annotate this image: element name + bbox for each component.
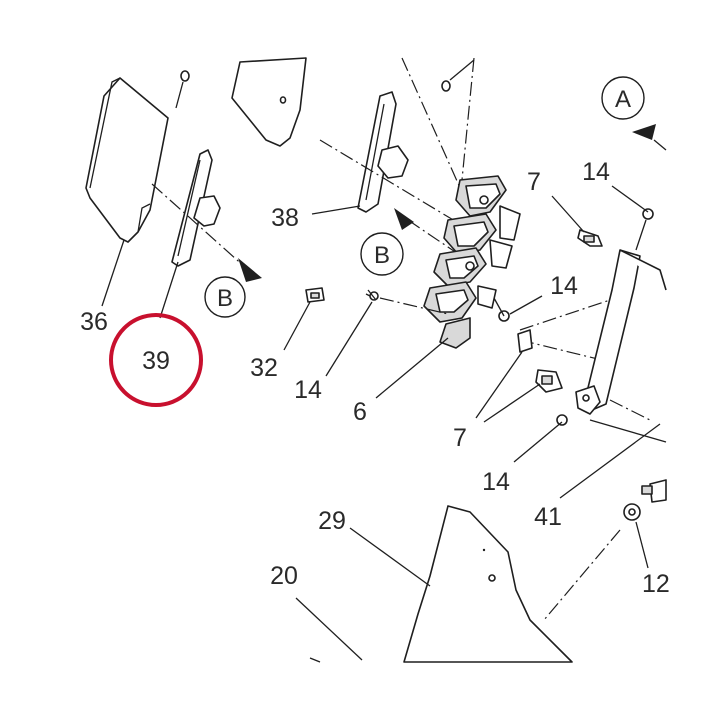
direction-arrow-b-center [394, 208, 414, 230]
part-38-slider-bracket[interactable] [357, 91, 409, 213]
part-32-clip-nut[interactable] [305, 287, 325, 303]
label-38[interactable]: 38 [271, 204, 299, 232]
label-14-a[interactable]: 14 [294, 376, 322, 404]
label-20[interactable]: 20 [270, 562, 298, 590]
label-29[interactable]: 29 [318, 507, 346, 535]
svg-text:B: B [374, 242, 390, 269]
label-6[interactable]: 6 [353, 398, 367, 426]
part-39-bracket[interactable] [171, 149, 221, 267]
view-callout-b-center: B [360, 232, 404, 276]
view-callout-a: A [601, 76, 645, 120]
label-32[interactable]: 32 [250, 354, 278, 382]
direction-arrow-a [632, 124, 656, 140]
part-36-cover-panel[interactable] [85, 77, 169, 243]
label-7-a[interactable]: 7 [527, 168, 541, 196]
screw-icon [365, 289, 379, 301]
label-7-b[interactable]: 7 [453, 424, 467, 452]
svg-text:B: B [217, 285, 233, 312]
part-6-latch-assembly[interactable] [423, 175, 521, 349]
label-14-b[interactable]: 14 [582, 158, 610, 186]
part-7-clip-upper[interactable] [577, 229, 603, 247]
label-41[interactable]: 41 [534, 503, 562, 531]
label-14-d[interactable]: 14 [482, 468, 510, 496]
part-7-clip-lower-b[interactable] [535, 369, 563, 393]
part-number-labels: 36 39 38 32 14 6 7 14 14 7 14 41 29 20 1… [80, 158, 670, 598]
label-39[interactable]: 39 [142, 347, 170, 375]
screw-icon [441, 59, 475, 92]
screw-icon [175, 70, 190, 109]
part-41-rail[interactable] [575, 249, 667, 443]
label-14-c[interactable]: 14 [550, 272, 578, 300]
upper-panel-fragment [231, 57, 307, 147]
svg-text:A: A [615, 86, 631, 113]
view-callout-b-left: B [204, 276, 246, 318]
bracket-fragment-right [641, 479, 667, 503]
direction-arrow-b-left [238, 258, 262, 282]
screw-icon [635, 208, 654, 251]
screw-icon [556, 414, 568, 426]
label-12[interactable]: 12 [642, 570, 670, 598]
label-36[interactable]: 36 [80, 308, 108, 336]
part-7-clip-lower-a[interactable] [517, 329, 533, 353]
screw-icon [493, 297, 510, 322]
part-29-lower-panel[interactable] [403, 505, 573, 663]
highlight-ring [109, 313, 203, 407]
leader-lines [101, 185, 661, 661]
screw-icon [623, 503, 641, 521]
